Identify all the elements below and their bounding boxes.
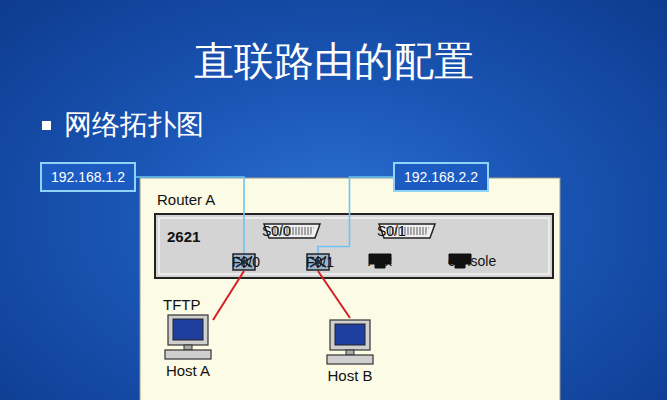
- port-label: Aux: [368, 252, 392, 270]
- monitor-screen: [335, 324, 365, 345]
- topology-panel: [140, 178, 560, 400]
- leader-line: [318, 177, 393, 253]
- monitor-screen: [173, 319, 203, 340]
- console-port: console: [448, 253, 472, 269]
- monitor-frame: [168, 315, 208, 345]
- serial-port: S0/1: [377, 222, 437, 240]
- ip-callout: 192.168.2.2: [393, 162, 489, 192]
- port-label: F0/0: [232, 253, 260, 271]
- bullet-heading: 网络拓扑图: [64, 106, 204, 144]
- slide-title: 直联路由的配置: [0, 34, 667, 89]
- port-label: console: [448, 252, 496, 270]
- port-label: S0/0: [262, 222, 291, 240]
- ip-address: 192.168.2.2: [404, 169, 478, 185]
- model-number: 2621: [167, 228, 200, 245]
- network-cable: [213, 271, 244, 320]
- ip-address: 192.168.1.2: [51, 169, 125, 185]
- computer-icon: [163, 314, 213, 360]
- computer-base: [327, 355, 373, 364]
- aux-port: Aux: [368, 253, 392, 269]
- serial-port: S0/0: [262, 222, 322, 240]
- server-role: TFTP: [163, 296, 201, 313]
- host-computer: TFTP Host A: [163, 296, 213, 379]
- router-device: Router A 2621 S0/0 S0/1F0/0 F0/1 Aux console: [155, 188, 553, 280]
- ethernet-port: F0/1: [306, 253, 330, 271]
- monitor-stand: [346, 350, 354, 355]
- host-name: Host A: [166, 362, 210, 379]
- monitor-stand: [184, 345, 192, 350]
- computer-icon: [325, 319, 375, 365]
- monitor-frame: [330, 320, 370, 350]
- chassis-bevel: [159, 218, 549, 274]
- rj45-socket: [369, 254, 391, 268]
- router-chassis: [155, 214, 553, 278]
- bullet-square: [42, 121, 51, 130]
- port-label: S0/1: [377, 222, 406, 240]
- port-label: F0/1: [306, 253, 334, 271]
- ethernet-port: F0/0: [232, 253, 256, 271]
- network-cable: [318, 271, 350, 318]
- host-name: Host B: [327, 367, 372, 384]
- ip-callout: 192.168.1.2: [40, 162, 136, 192]
- computer-base: [165, 350, 211, 359]
- leader-line: [136, 177, 244, 253]
- device-name: Router A: [157, 191, 215, 208]
- host-computer: Host B: [325, 318, 375, 384]
